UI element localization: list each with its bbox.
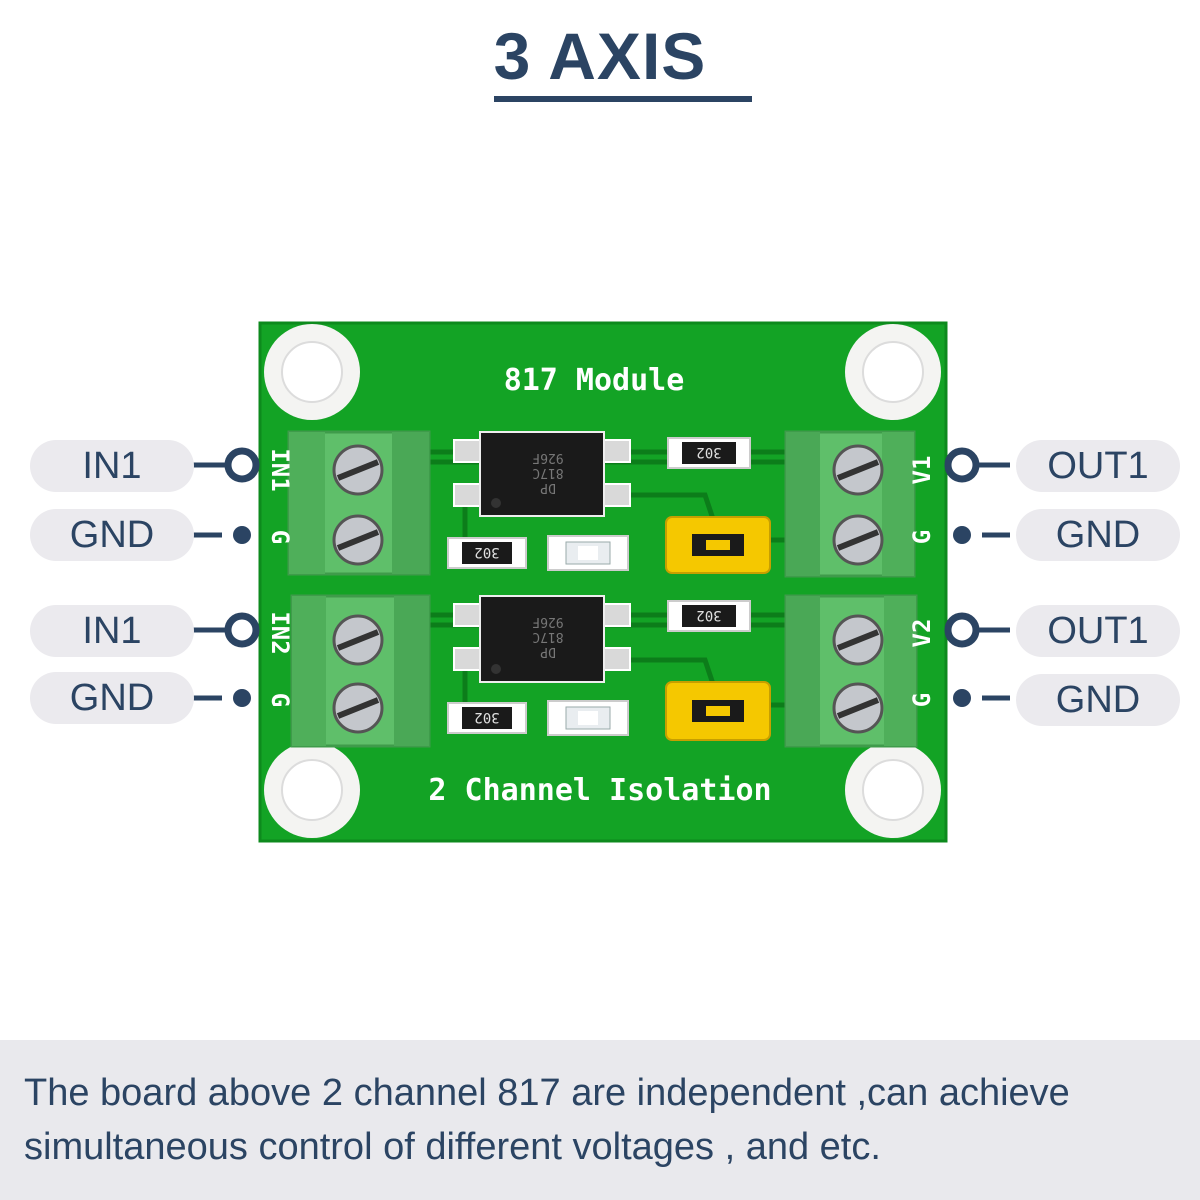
pin-dot-icon — [233, 689, 251, 707]
pin-label-in1: IN1 — [30, 440, 194, 492]
pin-label-gnd: GND — [1016, 674, 1180, 726]
chip-marking: 817C — [532, 465, 563, 480]
resistor-code: 302 — [696, 444, 721, 460]
resistor-r1: 302 — [667, 437, 751, 469]
mounting-hole-top-right — [845, 324, 941, 420]
pin-ring-icon — [944, 447, 980, 483]
resistor-r4: 302 — [447, 702, 527, 734]
optocoupler-chip-2: DP 817C 926F — [453, 595, 631, 683]
silk-v2: V2 — [908, 619, 936, 648]
silk-g1: G — [266, 530, 294, 544]
silk-v1: V1 — [908, 456, 936, 485]
mounting-hole-bottom-left — [264, 742, 360, 838]
chip-marking: 926F — [532, 614, 563, 629]
pcb-module-illustration: 817 Module 2 Channel Isolation — [190, 321, 1010, 843]
mounting-hole-top-left — [264, 324, 360, 420]
pin-ring-icon — [944, 612, 980, 648]
chip-marking: DP — [540, 644, 556, 659]
terminal-block-in1 — [287, 430, 431, 576]
resistor-r3: 302 — [667, 600, 751, 632]
silk-in2: IN2 — [266, 611, 294, 654]
terminal-block-v2 — [784, 594, 918, 748]
resistor-code: 302 — [474, 544, 499, 560]
caption-text: The board above 2 channel 817 are indepe… — [24, 1072, 1070, 1168]
pin-label-out1: OUT1 — [1016, 605, 1180, 657]
resistor-code: 302 — [696, 607, 721, 623]
screw-icon — [832, 444, 884, 496]
page-title: 3 AXIS — [493, 19, 707, 93]
pin-dot-icon — [953, 689, 971, 707]
optocoupler-chip-1: DP 817C 926F — [453, 431, 631, 517]
screw-icon — [332, 614, 384, 666]
led-indicator-2 — [547, 700, 629, 736]
silk-g4: G — [908, 693, 936, 707]
screw-icon — [332, 514, 384, 566]
chip-marking: DP — [540, 480, 556, 495]
pin-ring-icon — [224, 447, 260, 483]
pin-ring-icon — [224, 612, 260, 648]
chip-marking: 817C — [532, 629, 563, 644]
pin-label-gnd: GND — [1016, 509, 1180, 561]
pin-dot-icon — [953, 526, 971, 544]
silk-in1: IN1 — [266, 448, 294, 491]
screw-icon — [332, 444, 384, 496]
pcb-board — [260, 323, 946, 841]
pin-dot-icon — [233, 526, 251, 544]
board-subtitle: 2 Channel Isolation — [428, 773, 771, 808]
screw-icon — [832, 514, 884, 566]
terminal-block-in2 — [290, 594, 431, 748]
pin-label-gnd: GND — [30, 509, 194, 561]
resistor-code: 302 — [474, 709, 499, 725]
silk-g2: G — [266, 693, 294, 707]
board-title: 817 Module — [504, 363, 685, 398]
caption-panel — [0, 1040, 1200, 1200]
led-indicator-1 — [547, 535, 629, 571]
screw-icon — [832, 682, 884, 734]
screw-icon — [832, 614, 884, 666]
pin-label-gnd: GND — [30, 672, 194, 724]
silk-g3: G — [908, 530, 936, 544]
terminal-block-v1 — [784, 430, 916, 578]
resistor-r2: 302 — [447, 537, 527, 569]
pin-label-out1: OUT1 — [1016, 440, 1180, 492]
screw-icon — [332, 682, 384, 734]
jumper-2 — [665, 681, 771, 741]
title-underline — [494, 96, 752, 102]
jumper-1 — [665, 516, 771, 574]
chip-marking: 926F — [532, 450, 563, 465]
pin-label-in1: IN1 — [30, 605, 194, 657]
mounting-hole-bottom-right — [845, 742, 941, 838]
